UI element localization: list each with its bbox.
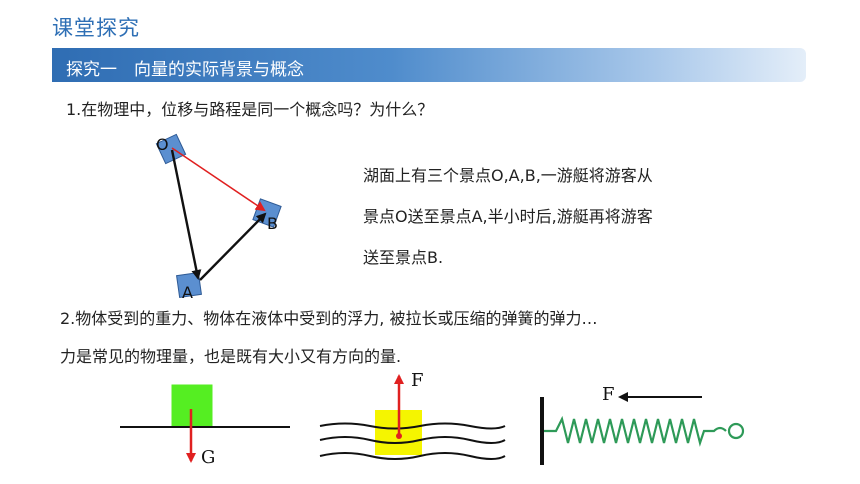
spring-force-label: F — [602, 384, 615, 405]
description-line-3: 送至景点B. — [363, 248, 444, 267]
gravity-diagram: G — [120, 384, 290, 468]
point-b-label: B — [267, 214, 278, 233]
description-line-1: 湖面上有三个景点O,A,B,一游艇将游客从 — [363, 166, 653, 185]
section-header-bar — [52, 48, 806, 82]
question-1-text: 1.在物理中，位移与路程是同一个概念吗？为什么？ — [66, 100, 434, 119]
path-a-to-b-arrow — [199, 212, 267, 281]
question-2-line-2: 力是常见的物理量，也是既有大小又有方向的量. — [60, 347, 402, 366]
gravity-label: G — [201, 447, 215, 468]
buoyancy-label: F — [411, 370, 424, 391]
water-line-3 — [319, 452, 506, 460]
page-title: 课堂探究 — [52, 16, 140, 40]
point-a-label: A — [182, 283, 193, 300]
spring-end-ring — [727, 422, 745, 440]
displacement-diagram: O B A — [155, 133, 282, 300]
spring — [544, 415, 727, 447]
point-o-marker — [155, 133, 187, 165]
question-2-line-1: 2.物体受到的重力、物体在液体中受到的浮力, 被拉长或压缩的弹簧的弹力… — [60, 309, 598, 328]
displacement-o-to-b-arrow — [171, 147, 266, 212]
buoyancy-diagram: F — [319, 370, 506, 460]
section-title: 探究一 向量的实际背景与概念 — [66, 60, 304, 80]
water-line-1 — [319, 422, 506, 430]
path-o-to-a-arrow — [170, 149, 202, 280]
force-origin-dot — [396, 433, 402, 439]
point-o-label: O — [156, 135, 169, 154]
description-line-2: 景点O送至景点A,半小时后,游艇再将游客 — [363, 207, 653, 226]
water-line-2 — [319, 436, 506, 444]
spring-diagram: F — [540, 384, 745, 465]
